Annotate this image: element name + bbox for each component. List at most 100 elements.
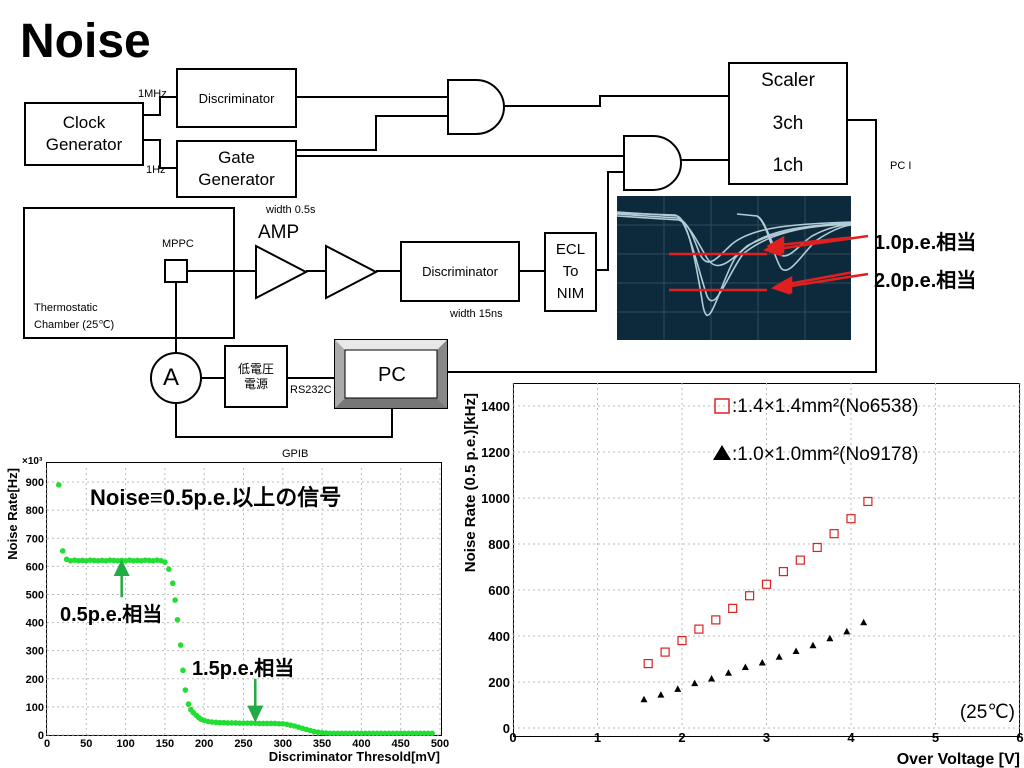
left-plot-data-point (224, 720, 231, 726)
right-plot-triangle-point (860, 618, 868, 626)
freq-1hz-label: 1Hz (146, 164, 166, 176)
left-plot-data-point (268, 720, 274, 727)
right-plot-xtick-label: 0 (509, 730, 516, 745)
right-plot-ytick-label: 600 (488, 583, 510, 598)
left-plot-data-point (177, 642, 184, 648)
right-plot-xtick-label: 1 (594, 730, 601, 745)
left-plot-data-point (386, 730, 392, 737)
discriminator-top-box: Discriminator (176, 68, 297, 128)
right-plot-ytick-label: 400 (488, 629, 510, 644)
left-plot-data-point (180, 667, 186, 674)
right-plot-square-point (812, 542, 822, 553)
right-plot-xlabel: Over Voltage [V] (897, 751, 1020, 768)
left-plot-data-point (331, 730, 337, 737)
low-voltage-supply-box: 低電圧 電源 (224, 345, 288, 408)
left-plot-multiplier: ×10³ (22, 456, 43, 467)
left-plot-data-point (335, 730, 341, 737)
left-plot-xtick-label: 350 (313, 738, 331, 750)
freq-1mhz-label: 1MHz (138, 88, 167, 100)
left-plot-data-point (393, 730, 400, 737)
left-plot-xlabel: Discriminator Thresold[mV] (269, 749, 440, 764)
left-plot-ytick-label: 200 (26, 674, 44, 686)
right-plot-triangle-point (724, 669, 732, 676)
gate-generator-box: Gate Generator (176, 140, 297, 198)
right-plot-triangle-point (809, 641, 817, 649)
nim-label: NIM (556, 285, 585, 302)
pc-label: PC (378, 364, 406, 386)
right-plot-square-point (677, 636, 687, 646)
left-plot-data-point (378, 730, 384, 737)
right-plot-triangle-point (674, 685, 682, 692)
right-plot-square-point (643, 659, 653, 669)
right-plot-square-point (745, 591, 755, 601)
left-plot-arrows (113, 559, 264, 723)
left-plot-data-point (244, 720, 251, 726)
left-plot-ytick-label: 100 (26, 702, 44, 714)
left-plot-data-point (172, 597, 178, 603)
callout-1pe: 1.0p.e.相当 (874, 232, 977, 254)
right-plot-xtick-label: 3 (763, 730, 770, 745)
scaler-label: Scaler (761, 70, 815, 91)
right-plot-square-point (829, 529, 839, 539)
right-plot-ytick-label: 800 (488, 537, 510, 552)
right-plot-square-point (795, 555, 805, 565)
right-plot-ytick-label: 200 (488, 675, 510, 690)
left-plot-ytick-label: 700 (26, 533, 44, 545)
left-plot-data-point (185, 701, 192, 707)
left-plot-data-point (174, 616, 181, 623)
left-plot-data-point (362, 730, 369, 737)
left-plot-xtick-label: 300 (274, 738, 292, 750)
left-plot-ytick-label: 800 (26, 505, 44, 517)
right-plot-triangle-point (741, 663, 749, 671)
right-plot-square-point (778, 567, 788, 577)
right-plot-ytick-label: 1200 (481, 445, 510, 460)
left-plot-data-point (217, 719, 223, 726)
left-plot-data-point (405, 730, 412, 737)
left-plot-xtick-label: 500 (431, 738, 449, 750)
amp-label: AMP (258, 222, 300, 243)
ecl-to-nim-box: ECL To NIM (544, 232, 597, 312)
left-plot-data-point (169, 580, 176, 587)
low-voltage-label-2: 電源 (243, 376, 268, 391)
left-plot-xtick-label: 200 (195, 738, 213, 750)
right-plot-square-point (728, 603, 738, 613)
rs232c-label: RS232C (290, 384, 332, 396)
left-plot-data-point (397, 730, 404, 737)
left-plot-data-point (421, 730, 428, 737)
arrow-15pe-head (247, 705, 264, 723)
left-plot-ylabel: Noise Rate[Hz] (5, 468, 20, 560)
left-plot-xtick-label: 250 (234, 738, 252, 750)
left-plot-data-point (59, 548, 66, 554)
left-plot-data-point (354, 730, 361, 737)
right-plot-square-point (660, 647, 670, 657)
left-plot-xtick-label: 450 (392, 738, 410, 750)
right-plot-triangle-point (826, 634, 834, 642)
left-plot-xtick-label: 400 (352, 738, 370, 750)
disc-width-label: width 15ns (450, 308, 503, 320)
scaler-box: Scaler 3ch 1ch (728, 62, 848, 185)
left-plot-data-point (358, 730, 365, 737)
discriminator-mid-box: Discriminator (400, 241, 520, 302)
left-plot-data-point (417, 730, 424, 737)
scaler-3ch-label: 3ch (772, 112, 804, 134)
left-plot-data-point (236, 720, 243, 726)
left-plot-data-point (346, 730, 353, 737)
scaler-1ch-label: 1ch (772, 155, 804, 176)
right-plot-triangle-point (775, 653, 783, 660)
left-plot-annotation-05pe: 0.5p.e.相当 (60, 604, 163, 626)
left-plot-ytick-label: 900 (26, 477, 44, 489)
right-plot-ylabel: Noise Rate (0.5 p.e.)[kHz] (462, 393, 479, 572)
right-plot-triangle-point (758, 658, 766, 666)
chamber-label-2: Chamber (25℃) (34, 319, 115, 331)
arrow-05pe-head (113, 559, 130, 577)
left-plot-xtick-label: 0 (44, 738, 50, 750)
left-plot-data-point (429, 730, 435, 737)
left-plot-data-point (228, 720, 235, 726)
legend-square-marker (714, 398, 730, 414)
left-plot-ytick-label: 600 (26, 561, 44, 573)
legend-label-square: :1.4×1.4mm²(No6538) (732, 396, 918, 417)
left-plot-xtick-label: 100 (116, 738, 134, 750)
left-plot-annotation-15pe: 1.5p.e.相当 (192, 658, 295, 680)
